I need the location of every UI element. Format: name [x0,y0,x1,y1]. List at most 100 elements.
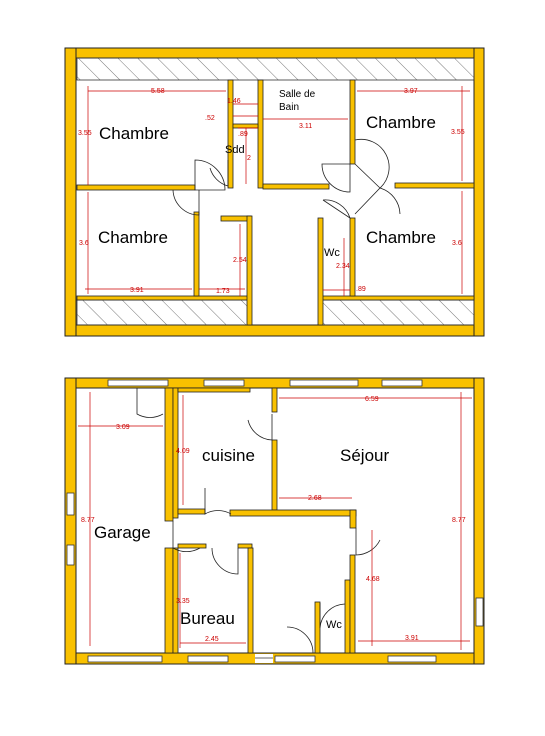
wall-wc-lower-right [344,579,351,654]
wall-kitchen-bottom [177,508,206,515]
dim-upper-311: 3.11 [299,123,312,130]
door-sejour [355,528,381,556]
room-label-sdd: Sdd [225,144,245,156]
wall-corridor-top [220,215,252,222]
wall-sdd-partition [232,123,259,129]
window-right-1 [475,597,484,627]
wall-bath-right [349,79,356,165]
wall-kitchen-right [271,387,278,413]
wall-sdd-right [257,79,264,189]
roof-hatch-bottom-left [76,299,250,326]
roof-hatch-bottom-right [321,299,475,326]
upper-outer-wall-left [64,47,77,337]
roof-hatch-top [76,57,475,81]
door-hall [204,488,232,515]
upper-outer-wall-bottom [64,324,485,337]
dim-upper-089-wc: .89 [356,286,366,293]
room-label-cuisine: cuisine [202,446,255,465]
dim-lower-309: 3.09 [116,424,130,431]
wall-bureau-left [172,547,179,654]
wall-corridor-right [246,215,253,326]
door-ne-bedroom [354,138,390,189]
wall-bureau-right [247,547,254,654]
dim-upper-391: 3.91 [130,287,144,294]
dim-upper-558: 5.58 [151,88,165,95]
dim-upper-355-left: 3.55 [78,130,92,137]
door-garage-top [136,388,164,418]
window-top-4 [381,379,423,387]
door-se-bedroom [354,187,401,215]
door-bureau [211,547,239,575]
door-sw-bedroom [172,189,200,216]
door-nw-bedroom [194,159,226,191]
wall-bureau-top-right [237,543,253,549]
room-label-wc-upper: Wc [324,247,340,259]
window-bottom-3 [274,655,316,663]
wall-wc-lower-left [314,601,321,654]
wall-garage-right [164,387,174,522]
dim-lower-245: 2.45 [205,636,219,643]
window-left-2 [66,544,75,566]
upper-outer-wall-top [64,47,485,59]
upper-outer-wall-right [473,47,485,337]
door-wc-lower [319,603,346,629]
door-sdd [209,160,229,187]
wall-sw-bedroom-right [193,211,200,297]
dim-upper-052: .52 [205,115,215,122]
room-label-salle-de-bain-1: Salle de [279,89,316,100]
room-label-wc-lower: Wc [326,619,342,631]
lower-outer-wall-left [64,377,77,665]
dim-lower-391: 3.91 [405,635,419,642]
wall-sdd-left [227,79,234,189]
window-top-1 [107,379,169,387]
wall-kitchen-bottom-right [229,509,357,517]
wall-bureau-top [177,543,207,549]
wall-sejour-inner [349,509,357,529]
room-label-garage: Garage [94,523,151,542]
wall-kitchen-left [172,387,179,519]
dim-lower-659: 6.59 [365,396,379,403]
wall-ne-bedroom-bottom [394,182,475,189]
dim-lower-877-left: 8.77 [81,517,95,524]
door-entrance [286,626,314,654]
dim-upper-397: 3.97 [404,88,418,95]
dim-upper-089: .89 [238,131,248,138]
dim-lower-268: 2.68 [308,495,322,502]
dim-upper-2: 2 [247,155,251,162]
wall-wc-left [317,217,324,326]
room-label-chambre-se: Chambre [366,228,436,247]
lower-floor-plan: 3.09 8.77 4.09 6.59 2.68 8.77 4.68 3.35 … [64,377,485,665]
lower-outer-wall-right [473,377,485,665]
dim-lower-468: 4.68 [366,576,380,583]
wall-kitchen-right-lower [271,439,278,511]
dim-upper-173: 1.73 [216,288,230,295]
window-left-1 [66,492,75,516]
dim-upper-36-right: 3.6 [452,240,462,247]
lower-dimension-lines [78,392,472,650]
door-garage-hall [172,521,201,552]
upper-dimension-lines [85,86,470,296]
door-bath [321,163,351,193]
dim-upper-36-left: 3.6 [79,240,89,247]
room-label-chambre-sw: Chambre [98,228,168,247]
wall-bath-bottom [262,183,330,190]
dim-upper-234: 2.34 [336,263,350,270]
garage-door-gap [255,654,273,663]
upper-bottom-wall-right-segment [321,295,475,301]
room-label-sejour: Séjour [340,446,389,465]
dim-lower-877-right: 8.77 [452,517,466,524]
dim-lower-335: 3.35 [176,598,190,605]
window-bottom-2 [187,655,229,663]
room-label-bureau: Bureau [180,609,235,628]
room-label-salle-de-bain-2: Bain [279,102,299,113]
window-top-2 [203,379,245,387]
wall-se-bedroom-left [349,217,356,297]
room-label-chambre-nw: Chambre [99,124,169,143]
window-bottom-1 [87,655,163,663]
dim-upper-146: 1.46 [227,98,241,105]
wall-kitchen-top [177,387,251,393]
door-kitchen [247,414,273,441]
upper-floor-plan: 5.58 1.46 .52 .89 2 3.11 3.97 3.55 3.55 … [64,47,485,337]
window-top-3 [289,379,359,387]
wall-nw-bedroom-bottom [76,184,196,191]
